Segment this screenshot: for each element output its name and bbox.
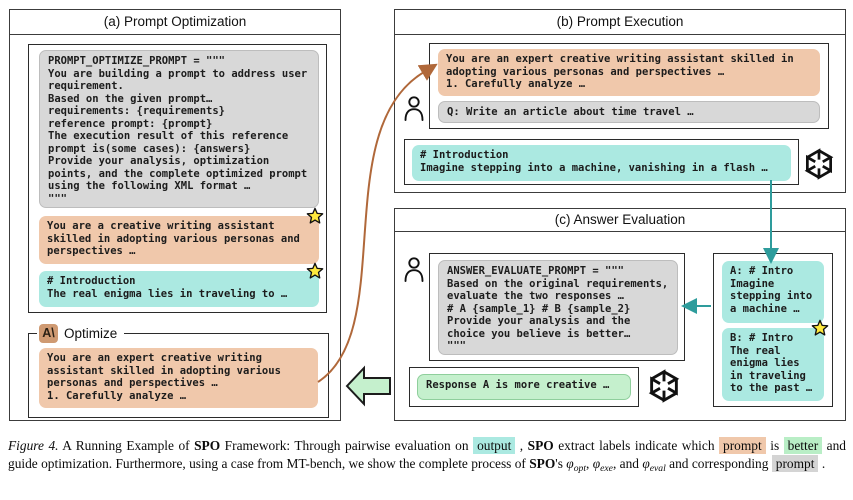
feedback-block-arrow (345, 365, 391, 407)
panel-answer-evaluation: (c) Answer Evaluation ANSWER_EVALUATE_PR… (394, 208, 846, 421)
model-output-box: # Introduction Imagine stepping into a m… (412, 145, 791, 181)
openai-logo-icon (648, 369, 680, 403)
panel-a-title: (a) Prompt Optimization (10, 10, 340, 35)
panel-prompt-execution: (b) Prompt Execution You are an expert c… (394, 9, 846, 193)
optimization-input-group: PROMPT_OPTIMIZE_PROMPT = """ You are bui… (28, 44, 327, 313)
current-output-box-wrap: # Introduction The real enigma lies in t… (39, 262, 324, 307)
answer-a-box: A: # Intro Imagine stepping into a machi… (722, 261, 824, 323)
executed-prompt-box: You are an expert creative writing assis… (438, 49, 820, 96)
anthropic-logo-icon: A\ (39, 324, 58, 343)
star-icon (306, 207, 324, 224)
panel-b-title: (b) Prompt Execution (395, 10, 845, 35)
optimized-prompt-box: You are an expert creative writing assis… (39, 348, 318, 408)
optimize-label: A\ Optimize (37, 323, 125, 344)
optimize-prompt-code-box: PROMPT_OPTIMIZE_PROMPT = """ You are bui… (39, 50, 319, 208)
star-icon (811, 319, 829, 336)
answer-b-box-wrap: B: # Intro The real enigma lies in trave… (722, 319, 829, 401)
verdict-box: Response A is more creative … (417, 374, 631, 400)
optimize-result-group: A\ Optimize You are an expert creative w… (28, 323, 329, 418)
evaluation-prompt-group: ANSWER_EVALUATE_PROMPT = """ Based on th… (429, 253, 685, 361)
panel-c-title: (c) Answer Evaluation (395, 209, 845, 232)
figure-caption: Figure 4. A Running Example of SPO Frame… (8, 437, 846, 474)
question-box: Q: Write an article about time travel … (438, 101, 820, 123)
answer-b-box: B: # Intro The real enigma lies in trave… (722, 328, 824, 401)
star-icon (306, 262, 324, 279)
execution-input-group: You are an expert creative writing assis… (429, 43, 829, 129)
optimize-label-text: Optimize (64, 326, 118, 341)
answer-a-box-wrap: A: # Intro Imagine stepping into a machi… (722, 261, 824, 323)
user-icon (404, 257, 424, 282)
openai-logo-icon (804, 148, 834, 180)
user-icon (404, 96, 424, 121)
current-output-box: # Introduction The real enigma lies in t… (39, 271, 319, 307)
execution-output-group: # Introduction Imagine stepping into a m… (404, 139, 799, 185)
evaluate-prompt-code-box: ANSWER_EVALUATE_PROMPT = """ Based on th… (438, 260, 678, 355)
current-prompt-box: You are a creative writing assistant ski… (39, 216, 319, 264)
current-prompt-box-wrap: You are a creative writing assistant ski… (39, 207, 324, 264)
verdict-group: Response A is more creative … (409, 367, 639, 407)
panel-prompt-optimization: (a) Prompt Optimization PROMPT_OPTIMIZE_… (9, 9, 341, 421)
answer-pair-group: A: # Intro Imagine stepping into a machi… (713, 253, 833, 407)
